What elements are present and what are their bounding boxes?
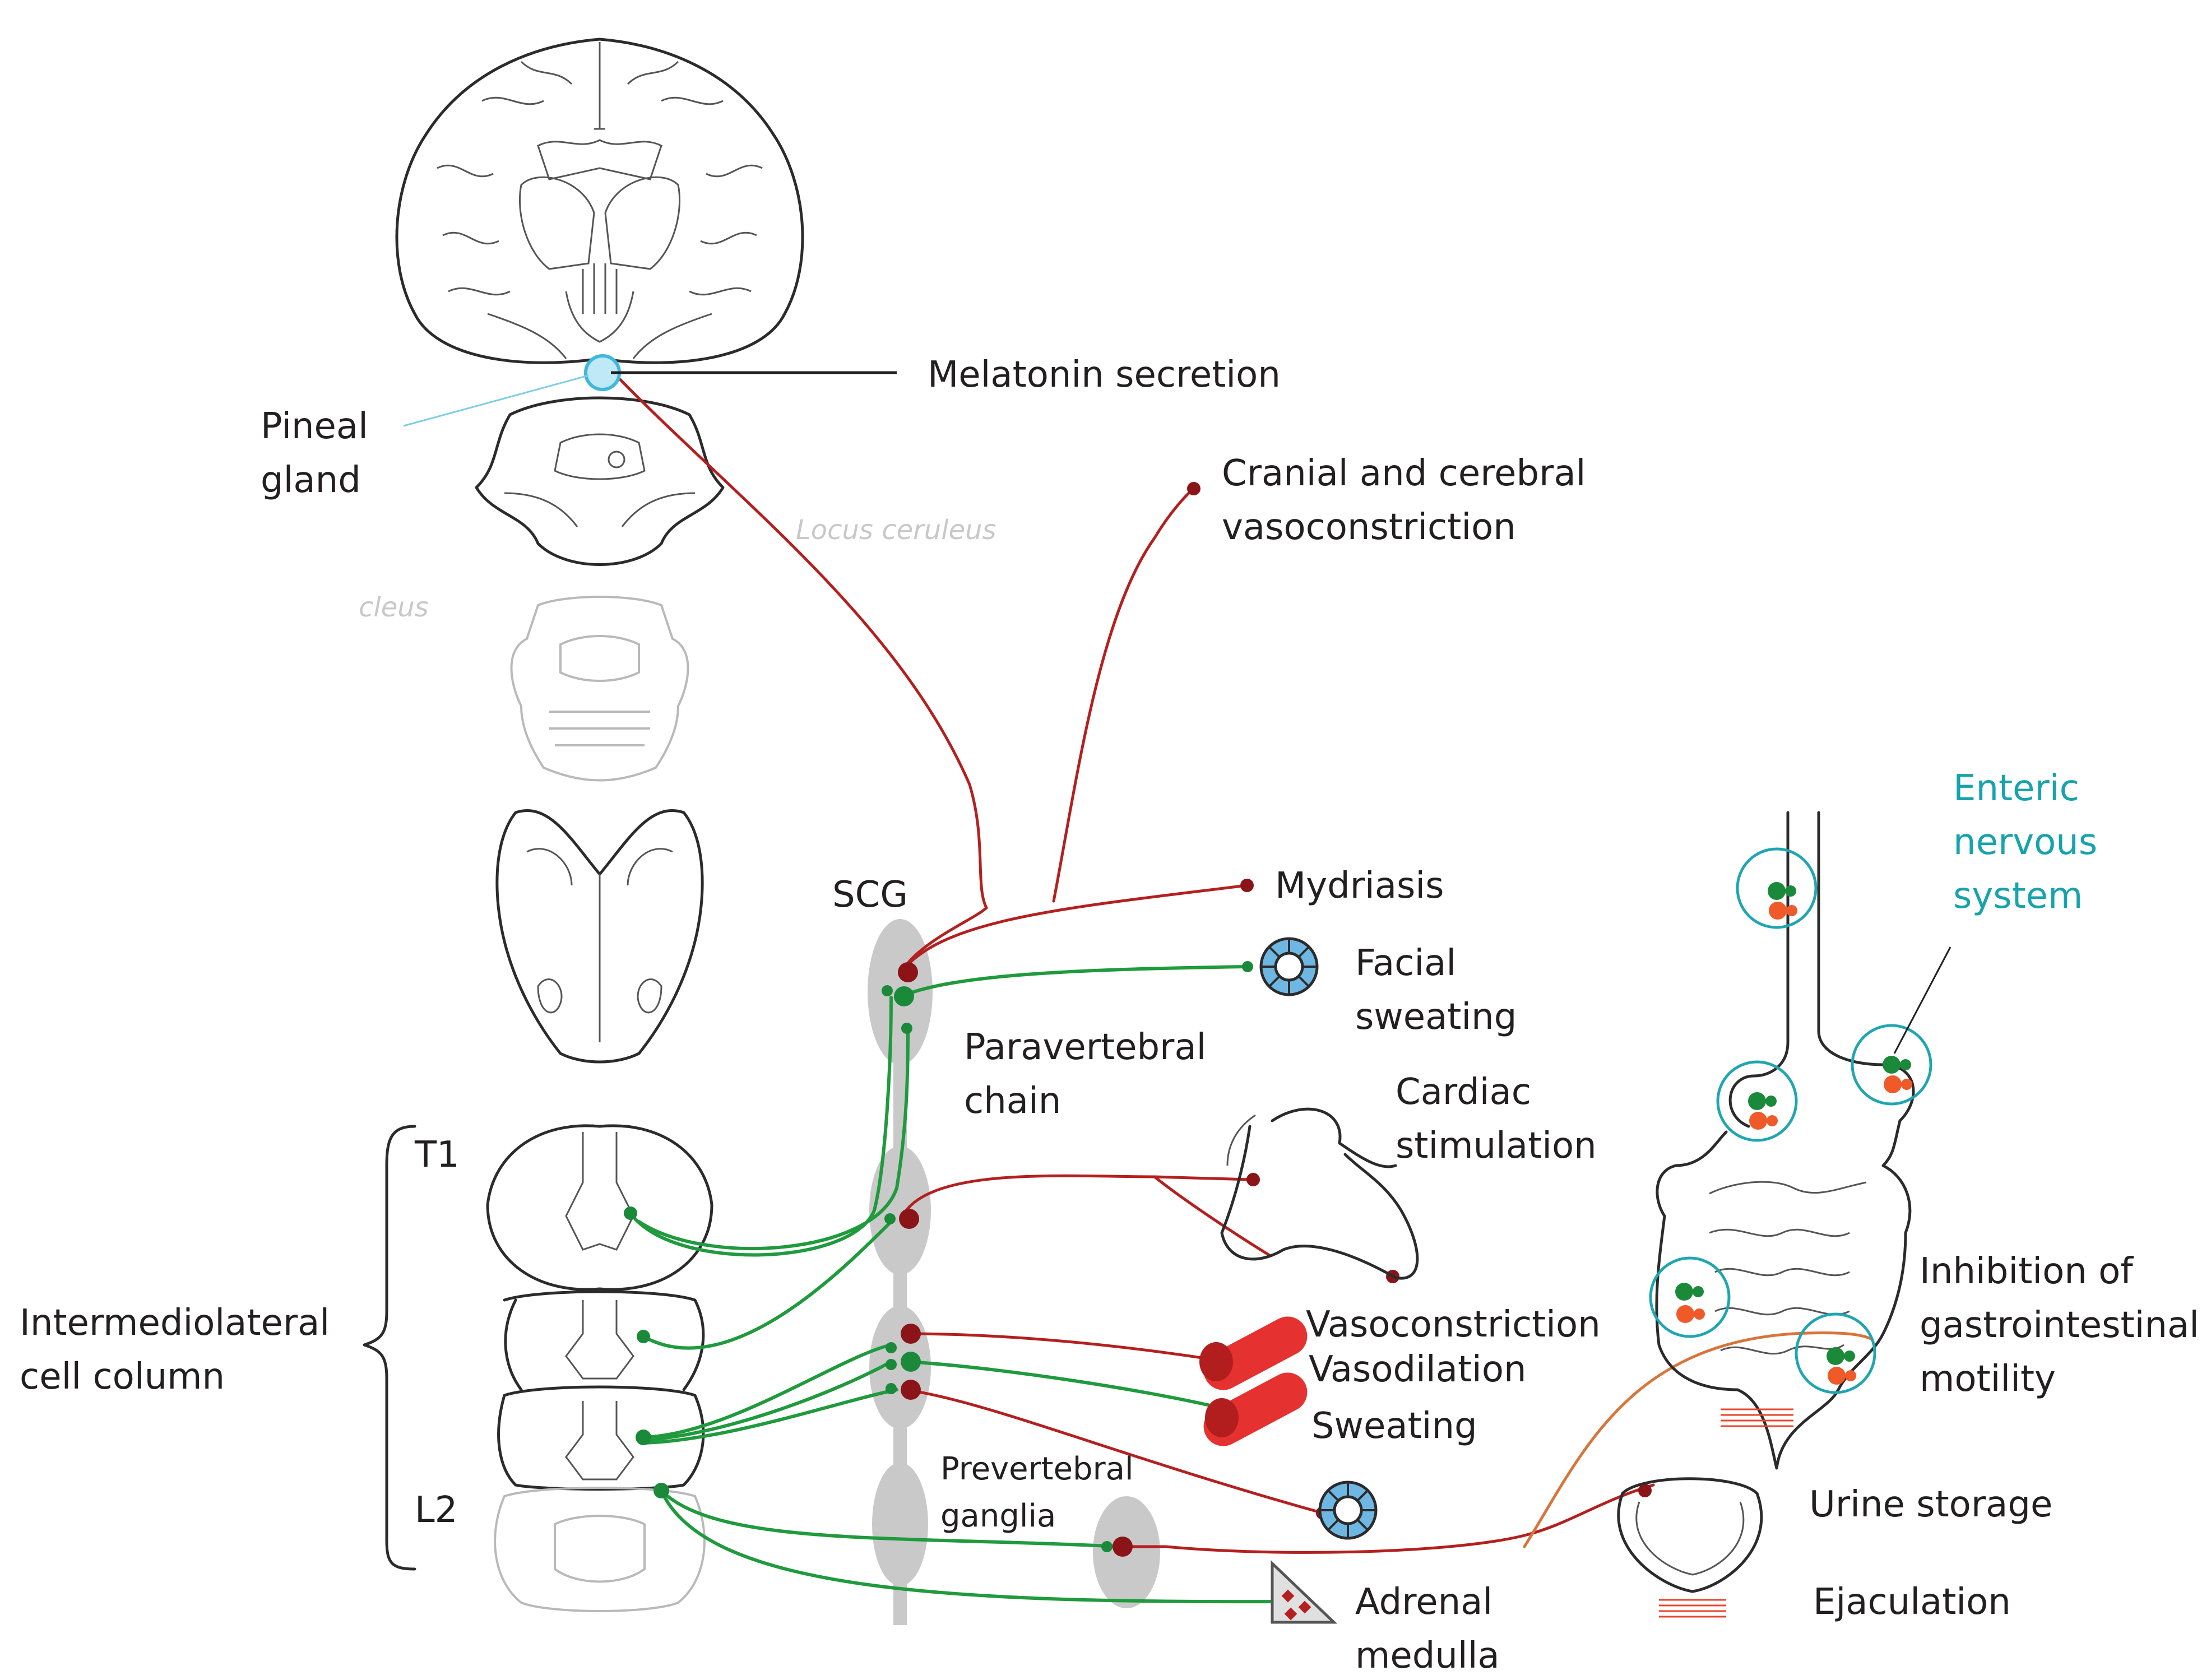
label-t1: T1 bbox=[414, 1134, 460, 1176]
label-scg: SCG bbox=[832, 874, 908, 916]
label-mydriasis: Mydriasis bbox=[1275, 865, 1444, 907]
preganglionic-fibers bbox=[629, 965, 1285, 1604]
enteric-plexus-markers bbox=[1649, 847, 1952, 1394]
iml-brace bbox=[363, 1125, 416, 1571]
label-cardiac-2: stimulation bbox=[1396, 1125, 1597, 1167]
label-vasodilation: Vasodilation bbox=[1309, 1349, 1527, 1390]
label-iml-2: cell column bbox=[20, 1356, 225, 1398]
pons-section bbox=[510, 596, 689, 782]
label-prevertebral-1: Prevertebral bbox=[940, 1451, 1134, 1487]
label-facial-1: Facial bbox=[1355, 943, 1456, 984]
brain-coronal-section bbox=[395, 38, 804, 364]
postganglionic-fibers bbox=[609, 368, 1655, 1554]
label-sweating: Sweating bbox=[1311, 1405, 1477, 1447]
label-melatonin: Melatonin secretion bbox=[928, 354, 1281, 396]
label-iml-1: Intermediolateral bbox=[20, 1302, 330, 1344]
bladder-icon bbox=[1617, 1477, 1763, 1618]
label-cardiac-1: Cardiac bbox=[1396, 1071, 1531, 1113]
spinal-cord-thoracic bbox=[503, 1290, 705, 1391]
label-prevertebral-2: ganglia bbox=[940, 1498, 1056, 1534]
label-urine-storage: Urine storage bbox=[1809, 1484, 2052, 1525]
label-facial-2: sweating bbox=[1355, 996, 1517, 1038]
label-cranial-2: vasoconstriction bbox=[1222, 507, 1516, 548]
gut-icon bbox=[1655, 811, 1915, 1470]
spinal-cord-lumbar bbox=[497, 1385, 705, 1491]
label-paravertebral-2: chain bbox=[964, 1080, 1061, 1122]
label-adrenal-1: Adrenal bbox=[1355, 1581, 1492, 1623]
label-gi-3: motility bbox=[1920, 1358, 2056, 1400]
eye-iris bbox=[1259, 937, 1319, 996]
label-gi-1: Inhibition of bbox=[1920, 1251, 2134, 1292]
label-gi-2: gastrointestinal bbox=[1920, 1305, 2199, 1346]
midbrain-section bbox=[475, 396, 725, 566]
label-pineal-1: Pineal bbox=[261, 406, 368, 447]
label-paravertebral-1: Paravertebral bbox=[964, 1027, 1206, 1068]
blood-vessels bbox=[1199, 1316, 1308, 1446]
label-enteric-1: Enteric bbox=[1953, 768, 2079, 809]
label-pineal-2: gland bbox=[261, 460, 361, 501]
label-nucleus-faint: cleus bbox=[359, 592, 429, 623]
heart-icon bbox=[1220, 1107, 1419, 1280]
label-enteric-3: system bbox=[1953, 875, 2083, 917]
labels: Melatonin secretion Pineal gland Cranial… bbox=[20, 354, 2199, 1677]
gi-fiber bbox=[1523, 1331, 1874, 1548]
label-enteric-2: nervous bbox=[1953, 822, 2097, 863]
adrenal-medulla-icon bbox=[1271, 1560, 1338, 1624]
sweat-gland-icon bbox=[1318, 1481, 1378, 1540]
synapse-dots bbox=[604, 365, 1652, 1607]
label-locus-faint: Locus ceruleus bbox=[796, 514, 996, 546]
label-l2: L2 bbox=[415, 1489, 457, 1531]
spinal-cord-t1 bbox=[486, 1124, 713, 1291]
label-vasoconstriction: Vasoconstriction bbox=[1306, 1304, 1601, 1345]
pineal-gland bbox=[403, 354, 897, 427]
label-adrenal-2: medulla bbox=[1355, 1635, 1500, 1677]
label-cranial-1: Cranial and cerebral bbox=[1222, 453, 1586, 494]
spinal-cord-l2 bbox=[494, 1487, 706, 1612]
medulla-section bbox=[495, 809, 704, 1064]
label-ejaculation: Ejaculation bbox=[1813, 1581, 2011, 1623]
